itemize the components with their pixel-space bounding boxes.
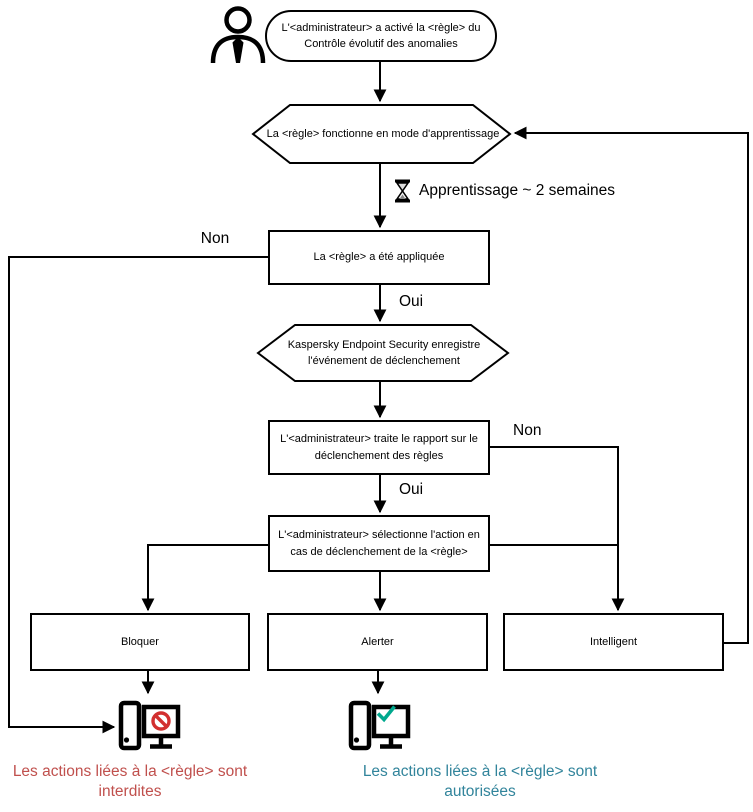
- outcome-allowed-text: Les actions liées à la <règle> sont auto…: [330, 762, 630, 803]
- admin-report-line1: L'<administrateur> traite le rapport sur…: [280, 433, 478, 445]
- admin-report-line2: déclenchement des règles: [314, 449, 444, 462]
- edge-label-non-2: Non: [513, 422, 542, 439]
- outcome-allowed-line1: Les actions liées à la <règle> sont: [362, 763, 598, 780]
- rule-applied-text: La <règle> a été appliquée: [313, 251, 445, 264]
- start-node-line1: L'<administrateur> a activé la <règle> d…: [281, 21, 481, 34]
- kes-registers-line2: l'événement de déclenchement: [308, 355, 460, 367]
- admin-action-node: L'<administrateur> sélectionne l'action …: [268, 515, 490, 572]
- hourglass-icon: [395, 179, 410, 203]
- action-alert-label: Alerter: [361, 635, 394, 648]
- check-icon: [376, 705, 396, 723]
- computer-allowed-icon: [348, 700, 411, 751]
- outcome-blocked-text: Les actions liées à la <règle> sont inte…: [0, 762, 260, 803]
- start-node: L'<administrateur> a activé la <règle> d…: [265, 10, 497, 62]
- learning-duration-text: Apprentissage ~ 2 semaines: [419, 182, 616, 199]
- kes-hexagon-shape: [256, 324, 510, 382]
- person-icon: [210, 6, 266, 64]
- outcome-blocked-line2: interdites: [98, 783, 162, 801]
- edge-label-oui-1: Oui: [399, 293, 424, 310]
- action-smart-label: Intelligent: [589, 635, 638, 648]
- start-node-line2: Contrôle évolutif des anomalies: [304, 38, 458, 50]
- edge-label-oui-2: Oui: [399, 481, 424, 498]
- admin-action-line2: cas de déclenchement de la <règle>: [290, 545, 468, 558]
- admin-action-line1: L'<administrateur> sélectionne l'action …: [278, 529, 480, 541]
- learning-mode-text: La <règle> fonctionne en mode d'apprenti…: [266, 127, 500, 140]
- prohibition-icon: [151, 711, 171, 731]
- action-block-label: Bloquer: [121, 635, 159, 648]
- rule-applied-node: La <règle> a été appliquée: [268, 230, 490, 285]
- kes-registers-line1: Kaspersky Endpoint Security enregistre: [287, 338, 481, 351]
- outcome-allowed-line2: autorisées: [444, 783, 516, 801]
- learning-mode-node: La <règle> fonctionne en mode d'apprenti…: [255, 105, 511, 163]
- learning-mode-hexagon-shape: [251, 104, 512, 164]
- admin-report-node: L'<administrateur> traite le rapport sur…: [268, 420, 490, 475]
- learning-duration-label: Apprentissage ~ 2 semaines: [394, 179, 615, 203]
- outcome-blocked-line1: Les actions liées à la <règle> sont: [12, 763, 248, 780]
- action-block-node: Bloquer: [30, 613, 250, 671]
- edge-label-non-1: Non: [200, 230, 230, 247]
- computer-blocked-icon: [118, 700, 181, 751]
- kes-registers-node: Kaspersky Endpoint Security enregistre l…: [260, 325, 508, 381]
- action-smart-node: Intelligent: [503, 613, 724, 671]
- action-alert-node: Alerter: [267, 613, 488, 671]
